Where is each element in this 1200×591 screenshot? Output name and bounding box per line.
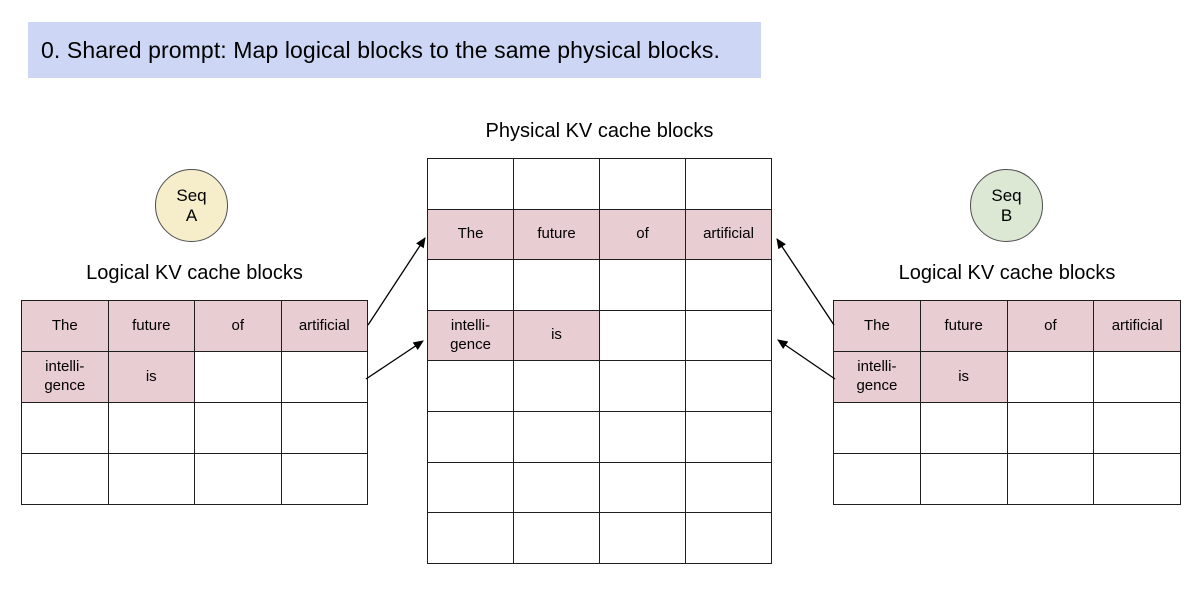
token-cell: The [21,300,109,352]
slide-title-text: 0. Shared prompt: Map logical blocks to … [41,36,720,63]
empty-cell [685,158,772,210]
empty-cell [107,453,195,505]
empty-cell [919,402,1008,454]
empty-cell [599,259,686,311]
token-cell: is [919,351,1008,403]
empty-cell [513,158,600,210]
token-cell: of [599,208,686,261]
token-cell: artificial [685,208,772,261]
empty-cell [194,453,282,505]
block-row [833,453,1181,505]
empty-cell [21,402,109,454]
empty-cell [194,402,282,454]
empty-cell [107,402,195,454]
empty-cell [280,351,368,403]
block-row [427,158,772,210]
empty-cell [833,402,921,454]
empty-cell [685,512,772,564]
empty-cell [1093,453,1181,505]
seq-b-label-line2: B [1000,205,1013,225]
empty-cell [599,309,686,362]
token-cell: future [919,300,1008,352]
seq-b-label-line1: Seq [991,185,1022,205]
empty-cell [685,309,772,362]
token-cell: The [427,208,514,261]
empty-cell [599,410,686,463]
empty-cell [599,360,686,412]
token-cell: future [513,208,600,261]
empty-cell [685,360,772,412]
seq-b-badge: Seq B [970,169,1043,242]
block-row [427,461,772,514]
block-row [427,512,772,564]
empty-cell [1006,351,1095,403]
logical-blocks-title-a: Logical KV cache blocks [86,262,303,284]
block-row [21,453,368,505]
empty-cell [685,461,772,514]
logical-blocks-title-b: Logical KV cache blocks [898,262,1116,284]
empty-cell [194,351,282,403]
token-cell: of [1006,300,1095,352]
block-row [21,402,368,454]
empty-cell [1093,402,1181,454]
empty-cell [427,410,514,463]
block-row [427,360,772,412]
token-cell: intelli- gence [833,351,921,403]
slide-title-banner: 0. Shared prompt: Map logical blocks to … [28,22,761,78]
token-cell: The [833,300,921,352]
empty-cell [599,158,686,210]
empty-cell [833,453,921,505]
empty-cell [1006,453,1095,505]
token-cell: is [513,309,600,362]
token-cell: intelli- gence [427,309,514,362]
empty-cell [1006,402,1095,454]
arrow-seqA-block1-to-physical-icon [365,340,424,380]
empty-cell [427,461,514,514]
seq-a-badge: Seq A [155,169,228,242]
empty-cell [280,453,368,505]
token-cell: intelli- gence [21,351,109,403]
empty-cell [1093,351,1181,403]
empty-cell [599,461,686,514]
empty-cell [513,259,600,311]
arrow-seqB-block1-to-physical-icon [777,339,836,380]
empty-cell [427,158,514,210]
seq-a-label-line1: Seq [176,185,207,205]
token-cell: artificial [1093,300,1181,352]
block-row [427,259,772,311]
token-cell: of [194,300,282,352]
empty-cell [513,461,600,514]
empty-cell [513,360,600,412]
empty-cell [685,410,772,463]
block-row [833,402,1181,454]
seq-a-label-line2: A [185,205,198,225]
token-cell: future [107,300,195,352]
empty-cell [280,402,368,454]
token-cell: is [107,351,195,403]
empty-cell [919,453,1008,505]
empty-cell [427,259,514,311]
empty-cell [21,453,109,505]
empty-cell [599,512,686,564]
empty-cell [427,360,514,412]
empty-cell [513,512,600,564]
empty-cell [685,259,772,311]
block-row [427,410,772,463]
physical-blocks-title: Physical KV cache blocks [485,120,714,142]
empty-cell [427,512,514,564]
empty-cell [513,410,600,463]
token-cell: artificial [280,300,368,352]
